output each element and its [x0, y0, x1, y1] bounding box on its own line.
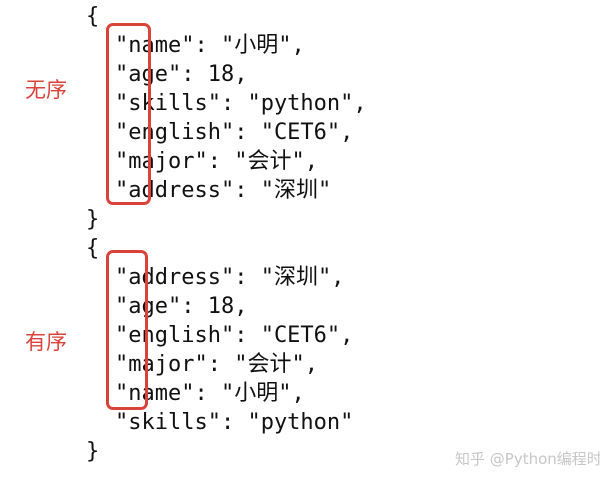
ordered-open-brace: { [86, 236, 100, 261]
unordered-line-1: "name": "小明", [115, 33, 305, 58]
unordered-line-6: "address": "深圳" [115, 178, 332, 203]
ordered-close-brace: } [86, 439, 100, 464]
unordered-line-3: "skills": "python", [115, 91, 367, 116]
ordered-first-letter-highlight [106, 250, 148, 410]
unordered-line-2: "age": 18, [115, 62, 248, 87]
ordered-line-5: "name": "小明", [115, 381, 305, 406]
unordered-open-brace: { [86, 4, 100, 29]
ordered-line-3: "english": "CET6", [115, 323, 354, 348]
watermark: 知乎 @Python编程时光 [455, 450, 600, 468]
unordered-label: 无序 [25, 78, 67, 102]
ordered-line-4: "major": "会计", [115, 352, 318, 377]
unordered-close-brace: } [86, 207, 100, 232]
ordered-line-2: "age": 18, [115, 294, 248, 319]
ordered-line-6: "skills": "python" [115, 410, 354, 435]
unordered-first-letter-highlight [106, 23, 151, 205]
unordered-line-4: "english": "CET6", [115, 120, 354, 145]
unordered-line-5: "major": "会计", [115, 149, 318, 174]
ordered-label: 有序 [25, 330, 67, 354]
ordered-line-1: "address": "深圳", [115, 265, 345, 290]
